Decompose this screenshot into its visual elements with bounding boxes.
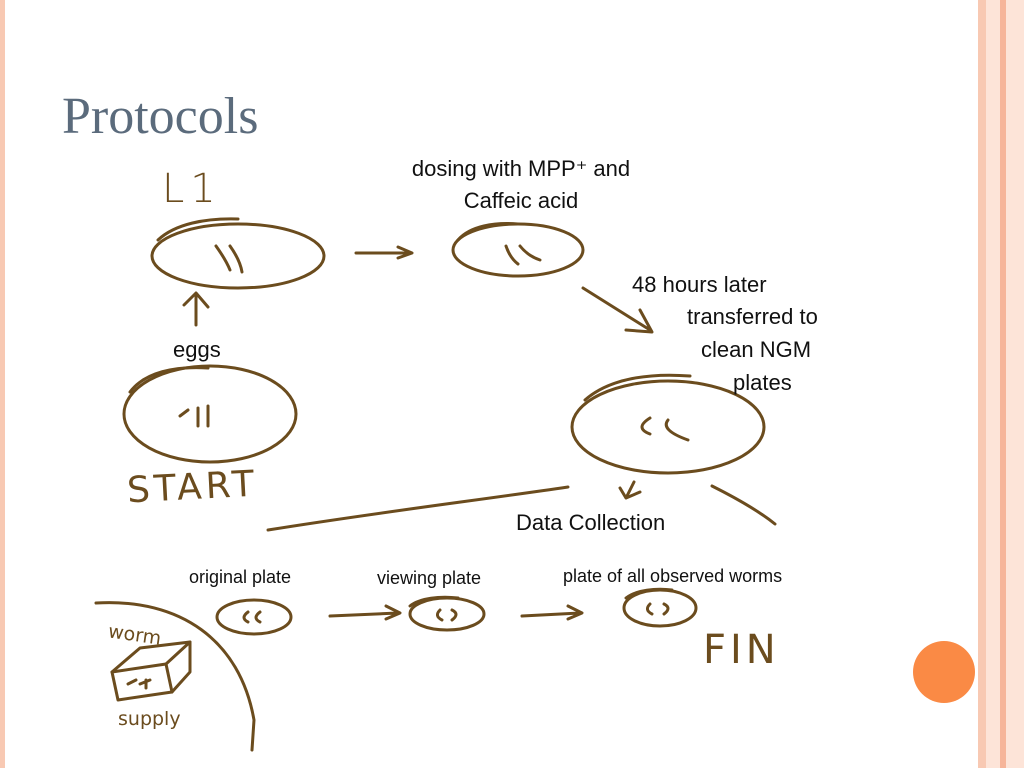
accent-circle — [913, 641, 975, 703]
start-handwritten: START — [126, 462, 259, 514]
dosing-label-line-1: dosing with MPP⁺ and — [384, 155, 658, 183]
arrow-original-to-viewing — [330, 606, 400, 619]
fin-handwritten: FIN — [703, 625, 780, 675]
arrow-to-data-collection — [620, 482, 640, 498]
arrow-l1-to-dosing — [356, 247, 412, 258]
later-label-line-1: 48 hours later — [632, 271, 767, 299]
plate-of-all-label: plate of all observed worms — [563, 565, 782, 588]
eggs-label: eggs — [173, 336, 221, 364]
arrow-eggs-to-l1 — [184, 293, 208, 325]
eggs-plate — [124, 366, 296, 462]
original-plate-label: original plate — [189, 566, 291, 589]
viewing-plate-label: viewing plate — [377, 567, 481, 590]
l1-handwritten: L1 — [162, 164, 222, 214]
data-collection-label: Data Collection — [516, 509, 665, 537]
dosing-label-line-2: Caffeic acid — [384, 187, 658, 215]
l1-plate — [152, 219, 324, 288]
later-label-line-3: clean NGM — [701, 336, 811, 364]
viewing-plate — [410, 597, 484, 630]
supply-handwritten: supply — [118, 708, 181, 732]
later-label-line-4: plates — [733, 369, 792, 397]
line-right — [712, 486, 775, 524]
original-plate — [217, 600, 291, 634]
dosing-plate — [453, 224, 583, 276]
arrow-viewing-to-final — [522, 606, 582, 619]
dosing-label: dosing with MPP⁺ and Caffeic acid — [384, 155, 658, 214]
final-plate — [624, 589, 696, 626]
later-label-line-2: transferred to — [687, 303, 818, 331]
